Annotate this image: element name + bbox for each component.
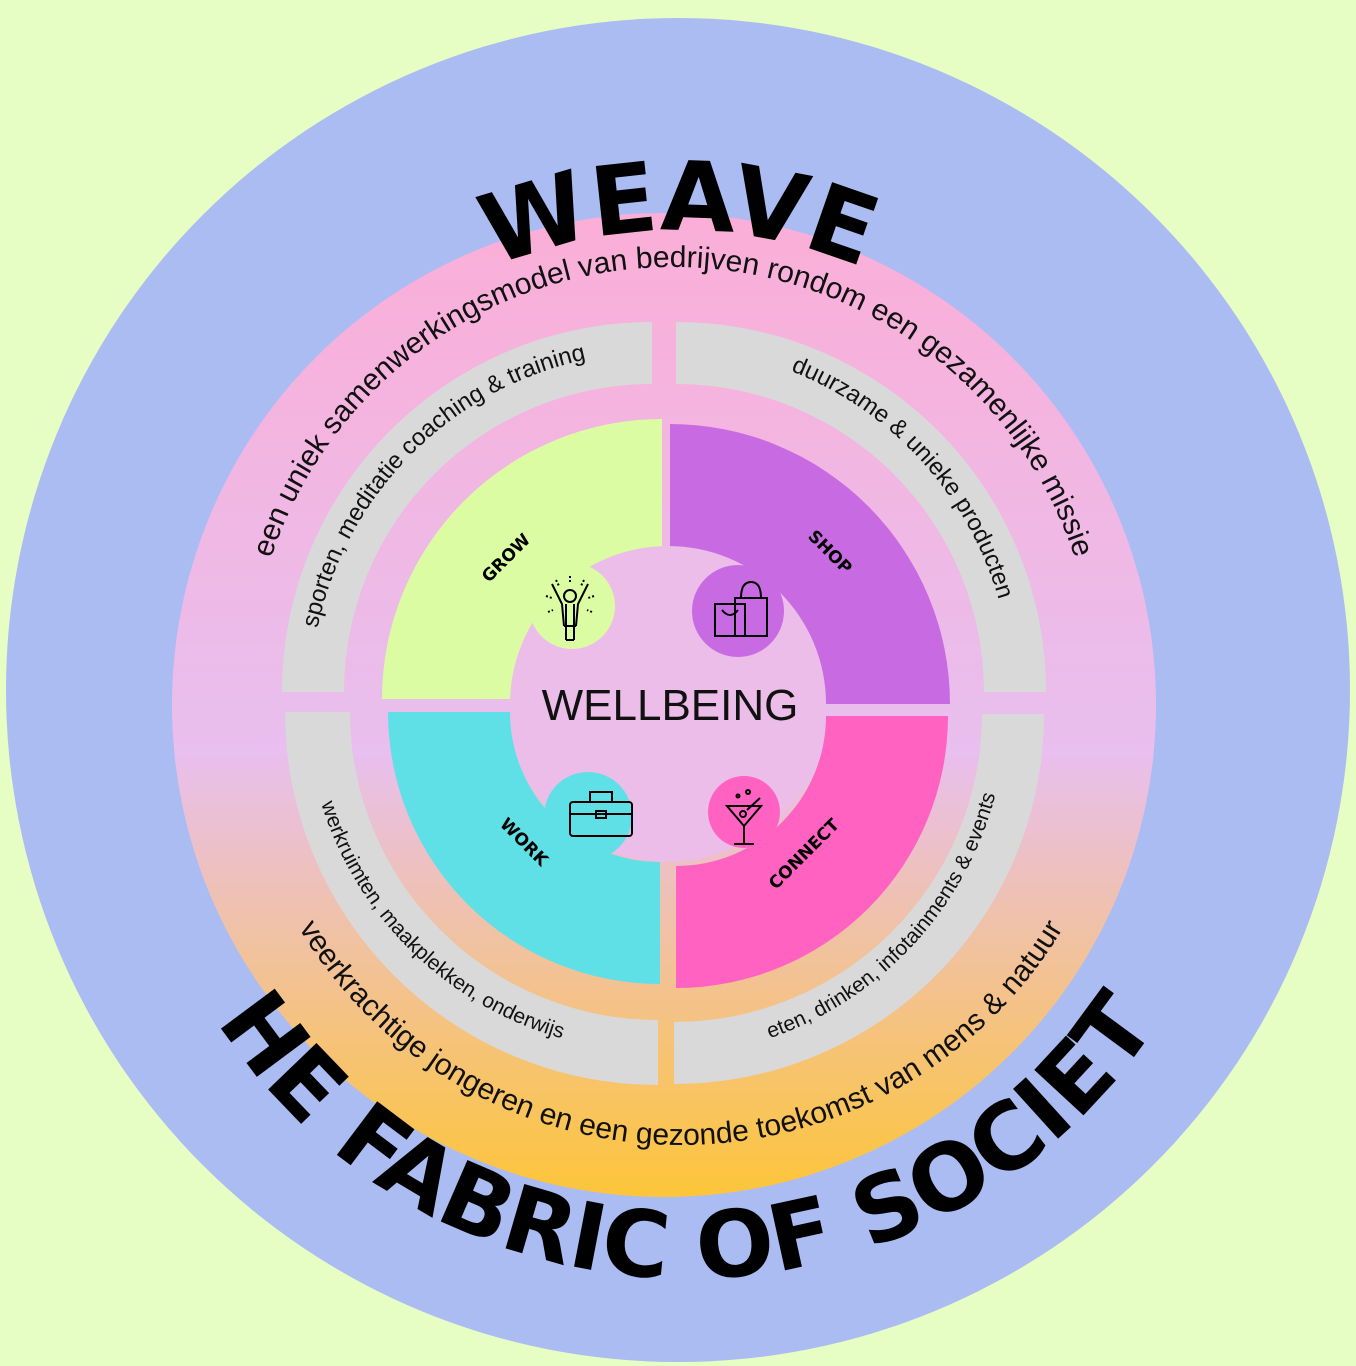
work-band	[285, 712, 658, 1085]
grow-band	[282, 322, 652, 692]
shop-band	[676, 322, 1046, 692]
grow-quadrant	[382, 419, 662, 699]
work-quadrant	[388, 712, 660, 984]
person-cheering-icon	[529, 563, 615, 649]
connect-band	[674, 714, 1044, 1084]
shop-quadrant	[670, 424, 950, 704]
wellbeing-label: WELLBEING	[542, 681, 799, 730]
briefcase-icon	[544, 772, 633, 860]
connect-quadrant	[676, 716, 948, 988]
cocktail-glass-icon	[708, 776, 780, 848]
shopping-bags-icon	[692, 565, 784, 657]
